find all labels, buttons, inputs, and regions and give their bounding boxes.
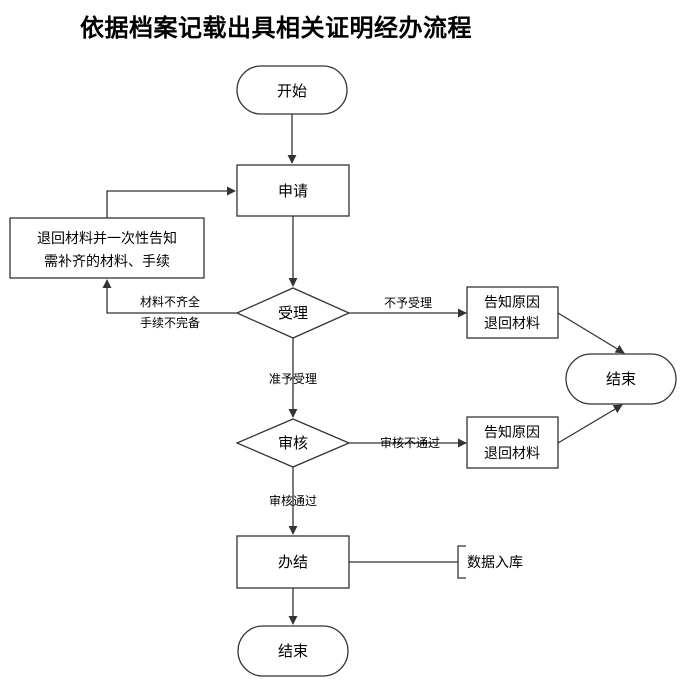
edge-reject2-end [557,404,623,444]
reject-node-1-line2: 退回材料 [484,316,540,332]
review-label: 审核 [278,434,308,452]
return-materials-node [9,217,205,279]
apply-label: 申请 [278,182,308,200]
page-title: 依据档案记载出具相关证明经办流程 [80,14,472,42]
return-materials-line1: 退回材料并一次性告知 [37,230,177,247]
edge-label-review-fail: 审核不通过 [380,435,440,450]
edge-accept-return [102,279,237,314]
return-materials-line2: 需补齐的材料、手续 [44,253,170,270]
edge-label-review-pass: 审核通过 [269,493,317,508]
edge-reject1-end [557,312,625,354]
complete-label: 办结 [278,553,308,571]
end-right-label: 结束 [606,370,636,388]
edge-return-apply [106,186,236,218]
reject-node-2 [466,416,559,469]
reject-node-2-line2: 退回材料 [484,446,540,462]
edge-label-accepted: 准予受理 [269,372,317,386]
end-node-right [565,353,677,405]
archive-bracket [457,545,466,579]
end-bottom-label: 结束 [278,642,308,660]
end-node-bottom [237,625,349,677]
reject-node-1-line1: 告知原因 [484,294,540,311]
edge-label-not-accept: 不予受理 [384,296,432,310]
start-label: 开始 [277,82,307,100]
edge-label-incomplete-2: 手续不完备 [140,315,200,330]
reject-node-1 [466,286,559,339]
accept-label: 受理 [278,304,308,322]
complete-node [236,535,350,589]
archive-label: 数据入库 [467,555,523,571]
edge-label-incomplete-1: 材料不齐全 [140,294,200,309]
reject-node-2-line1: 告知原因 [484,424,540,441]
